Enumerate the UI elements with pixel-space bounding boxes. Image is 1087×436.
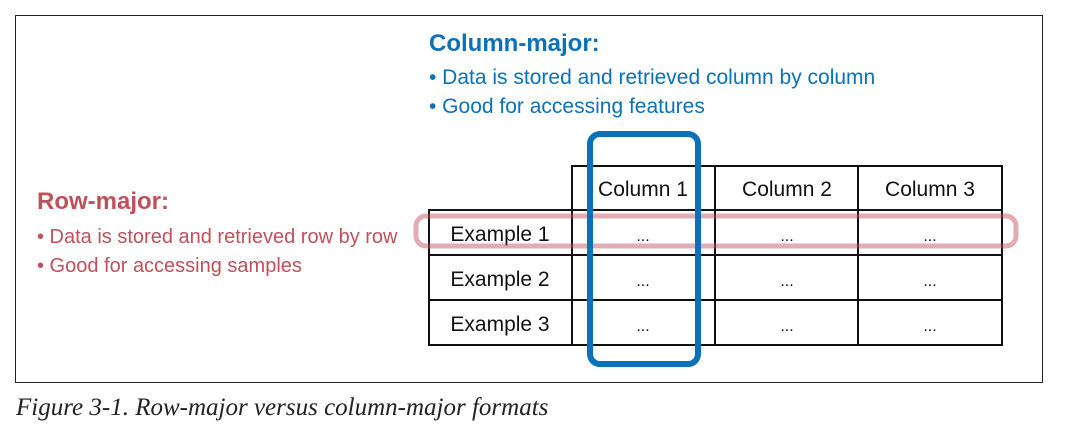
row-major-bullet-1: • Data is stored and retrieved row by ro… [37,226,398,248]
row-major-highlight [413,213,1019,249]
cell-r3-c2: ... [780,318,793,335]
column-header-2: Column 2 [742,178,832,201]
row-label-2: Example 2 [450,268,549,291]
column-major-highlight [587,131,701,367]
cell-r3-c1: ... [636,318,649,335]
column-major-bullet-1: • Data is stored and retrieved column by… [429,66,876,89]
cell-r1-c1: ... [636,228,649,245]
column-header-1: Column 1 [598,178,688,201]
cell-r2-c2: ... [780,273,793,290]
row-label-1: Example 1 [450,223,549,246]
row-major-title: Row-major: [37,188,169,215]
column-major-bullet-2: • Good for accessing features [429,95,705,118]
column-major-title: Column-major: [429,30,600,57]
figure-frame [15,15,1043,383]
figure-caption: Figure 3-1. Row-major versus column-majo… [16,394,549,421]
cell-r3-c3: ... [923,318,936,335]
row-major-bullet-2: • Good for accessing samples [37,255,302,277]
row-label-3: Example 3 [450,313,549,336]
data-table [428,165,1003,346]
cell-r1-c3: ... [923,228,936,245]
cell-r2-c1: ... [636,273,649,290]
cell-r1-c2: ... [780,228,793,245]
column-header-3: Column 3 [885,178,975,201]
cell-r2-c3: ... [923,273,936,290]
